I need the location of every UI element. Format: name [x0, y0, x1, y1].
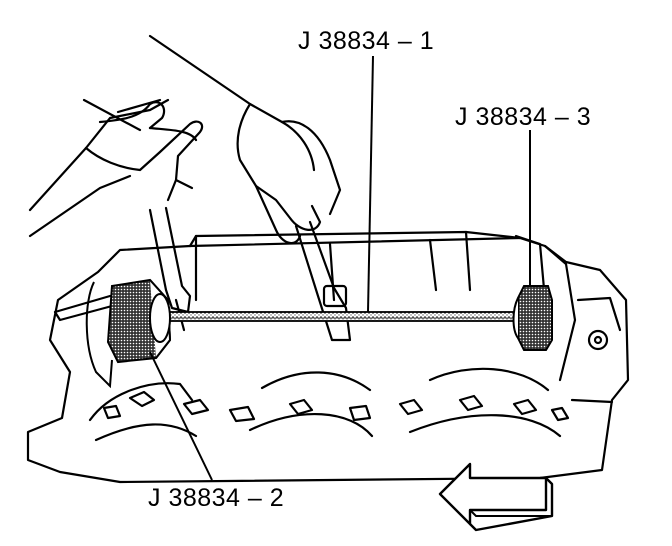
arrow-left-icon: [438, 462, 554, 532]
callout-tool-2: J 38834 – 2: [148, 484, 285, 512]
cylinder-bores: [88, 367, 570, 442]
left-hand: [28, 98, 204, 238]
leader-tool-2: [149, 351, 213, 481]
leader-lines: [149, 55, 531, 481]
right-hand: [116, 34, 342, 245]
callout-tool-1: J 38834 – 1: [298, 27, 435, 55]
engine-block: [26, 230, 630, 484]
leader-tool-1: [367, 55, 374, 313]
center-wrench: [294, 220, 352, 342]
adapter-nut: [512, 285, 553, 351]
puller-body: [85, 278, 172, 389]
callout-tool-3: J 38834 – 3: [455, 103, 592, 131]
threaded-rod: [167, 311, 537, 322]
